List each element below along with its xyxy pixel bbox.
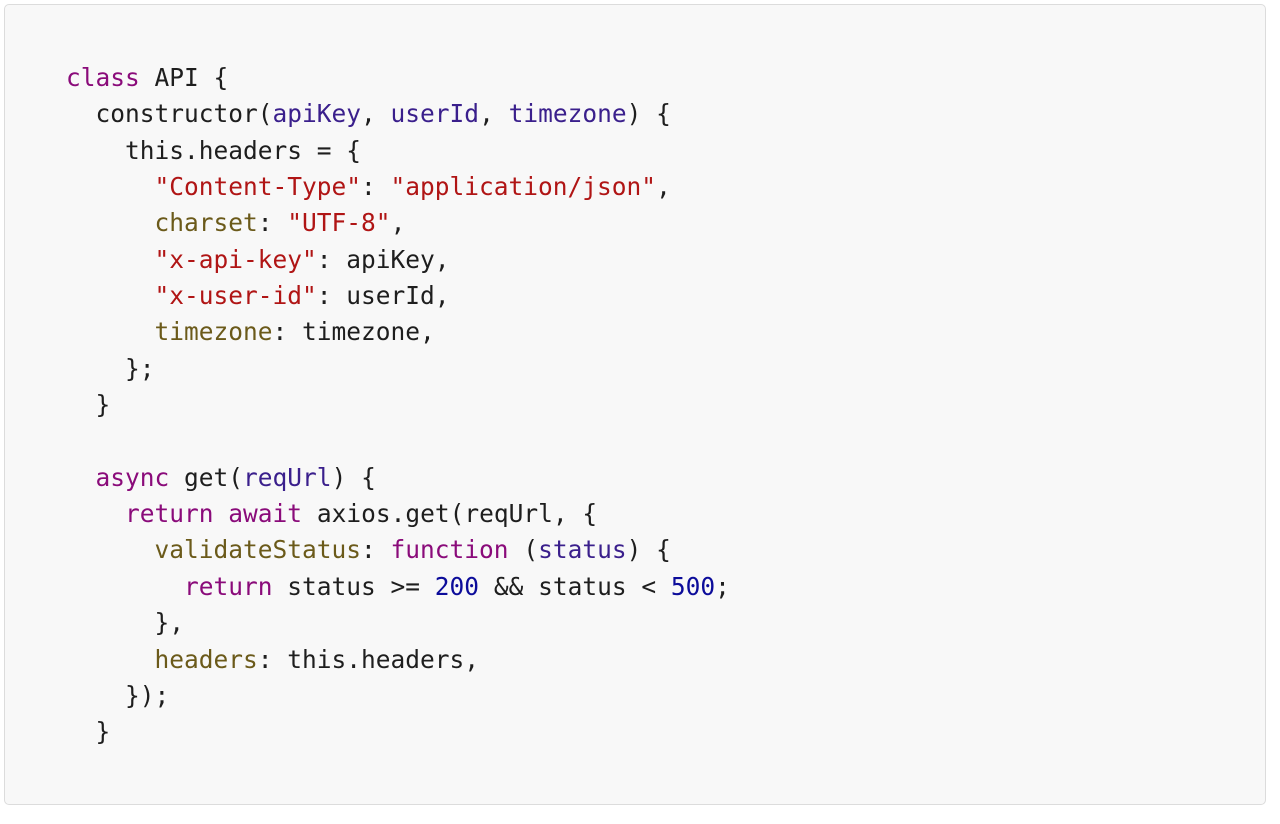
code-text: axios.get(reqUrl, { (302, 499, 598, 529)
code-line: "x-api-key": apiKey, (66, 242, 730, 278)
property-token: validateStatus (154, 535, 362, 565)
number-token: 500 (670, 571, 716, 601)
code-text (214, 499, 229, 528)
code-text: }); (66, 680, 170, 710)
code-text: && status < (479, 571, 671, 601)
string-token: "x-api-key" (154, 244, 317, 274)
code-text: : this.headers, (257, 644, 480, 674)
parameter-token: reqUrl (243, 462, 332, 492)
property-token: headers (154, 644, 258, 674)
code-text: } (66, 390, 111, 420)
code-text: : (361, 535, 391, 565)
code-line: }; (66, 351, 730, 387)
code-listing: class API { constructor(apiKey, userId, … (66, 60, 730, 751)
code-text: API { (139, 63, 229, 92)
keyword-token: return (184, 571, 273, 601)
code-text: , (361, 99, 391, 129)
code-text: ) { (331, 462, 376, 492)
keyword-token: function (390, 535, 509, 565)
code-text (66, 645, 155, 674)
keyword-token: return (125, 499, 214, 529)
code-line: class API { (66, 60, 730, 96)
code-line: "x-user-id": userId, (66, 278, 730, 314)
string-token: "Content-Type" (154, 172, 362, 202)
string-token: "UTF-8" (287, 208, 391, 238)
code-text: }; (66, 353, 155, 383)
code-line: }, (66, 605, 730, 641)
property-token: charset (154, 208, 258, 238)
code-text (66, 317, 155, 346)
code-text: , (390, 208, 406, 238)
code-text: : apiKey, (316, 244, 450, 274)
code-line: async get(reqUrl) { (66, 460, 730, 496)
code-line: this.headers = { (66, 133, 730, 169)
code-line: }); (66, 678, 730, 714)
code-block-panel: class API { constructor(apiKey, userId, … (4, 4, 1266, 805)
code-text: } (66, 717, 111, 747)
code-text (66, 572, 184, 601)
code-text: this.headers = { (66, 135, 362, 165)
code-line (66, 423, 730, 459)
code-text (66, 208, 155, 237)
code-text: , (656, 172, 671, 202)
code-line: return await axios.get(reqUrl, { (66, 496, 730, 532)
code-line: return status >= 200 && status < 500; (66, 569, 730, 605)
parameter-token: userId (390, 99, 480, 129)
code-text: get( (169, 462, 244, 492)
parameter-token: apiKey (272, 99, 362, 129)
code-text: : (257, 208, 288, 238)
code-line: validateStatus: function (status) { (66, 532, 730, 568)
code-text: ; (715, 571, 730, 601)
code-text: }, (66, 608, 185, 638)
code-text: , (479, 99, 509, 129)
code-text (66, 281, 155, 310)
code-line: constructor(apiKey, userId, timezone) { (66, 96, 730, 132)
code-line: timezone: timezone, (66, 314, 730, 350)
code-text (66, 172, 155, 201)
code-text: ) { (626, 535, 671, 565)
code-line: } (66, 387, 730, 423)
keyword-token: async (95, 462, 170, 492)
code-line: } (66, 714, 730, 750)
code-text: : timezone, (272, 317, 435, 347)
string-token: "application/json" (390, 172, 657, 202)
code-text (66, 499, 125, 528)
code-text: ) { (626, 99, 671, 129)
code-text (66, 245, 155, 274)
property-token: timezone (154, 317, 273, 347)
string-token: "x-user-id" (154, 281, 317, 311)
code-text: constructor( (66, 99, 273, 129)
code-text: : userId, (316, 281, 450, 311)
code-text (66, 535, 155, 564)
number-token: 200 (434, 571, 480, 601)
code-text (66, 463, 96, 492)
code-text: : (361, 172, 391, 202)
keyword-token: class (66, 63, 140, 92)
code-text: status >= (272, 571, 435, 601)
code-line: "Content-Type": "application/json", (66, 169, 730, 205)
code-line: headers: this.headers, (66, 642, 730, 678)
parameter-token: timezone (508, 99, 627, 129)
parameter-token: status (538, 535, 627, 565)
keyword-token: await (228, 499, 303, 529)
code-text: ( (508, 535, 539, 565)
code-line: charset: "UTF-8", (66, 205, 730, 241)
